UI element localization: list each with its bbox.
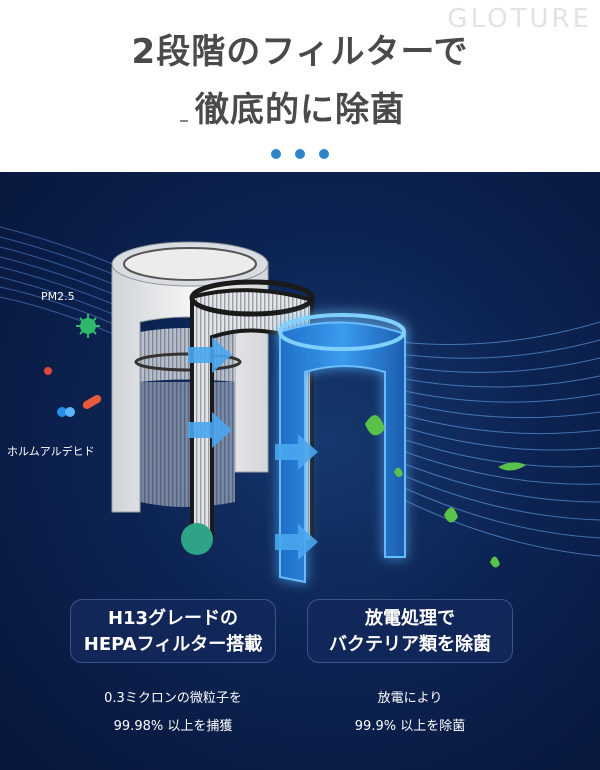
- feature-title: H13グレードの: [107, 608, 239, 629]
- description-line: 0.3ミクロンの微粒子を: [104, 691, 242, 706]
- molecule-icon: [57, 407, 67, 417]
- description-line: 放電により: [377, 691, 443, 706]
- airflow-lines-left: [0, 226, 121, 338]
- filter-diagram: [0, 226, 600, 584]
- feature-title: バクテリア類を除菌: [329, 634, 491, 655]
- headline-line-1: 2段階のフィルターで: [131, 32, 469, 72]
- feature-title: HEPAフィルター搭載: [83, 634, 263, 655]
- germ-icon: [76, 314, 100, 338]
- carousel-dots: [0, 144, 600, 163]
- carousel-dot[interactable]: [319, 149, 329, 159]
- header-area: GLOTURE 2段階のフィルターで 徹底的に除菌: [0, 0, 600, 172]
- feature-description-hepa: 0.3ミクロンの微粒子を 99.98% 以上を捕獲: [70, 685, 276, 741]
- captured-particle-icon: [181, 523, 213, 555]
- virus-icon: [44, 367, 52, 375]
- carousel-dot[interactable]: [271, 149, 281, 159]
- brand-watermark: GLOTURE: [447, 4, 592, 34]
- filter-illustration: PM2.5 ホルムアルデヒド H13グレードの HEPAフィルター搭載 放電処理…: [0, 172, 600, 770]
- flow-arrows: [188, 337, 318, 560]
- feature-title: 放電処理で: [365, 608, 455, 629]
- carousel-dot[interactable]: [295, 149, 305, 159]
- pm25-label: PM2.5: [41, 290, 75, 303]
- feature-description-ionizer: 放電により 99.9% 以上を除菌: [307, 685, 513, 741]
- description-line: 99.98% 以上を捕獲: [113, 719, 233, 734]
- formaldehyde-label: ホルムアルデヒド: [7, 445, 95, 458]
- tiny-mark: [180, 120, 188, 122]
- feature-card-hepa: H13グレードの HEPAフィルター搭載: [70, 599, 276, 663]
- airflow-lines-right: [399, 321, 600, 557]
- bacteria-icon: [82, 395, 102, 409]
- headline-line-2: 徹底的に除菌: [195, 90, 405, 130]
- leaf-icon: [365, 415, 526, 568]
- description-line: 99.9% 以上を除菌: [354, 719, 466, 734]
- molecule-icon: [65, 407, 75, 417]
- feature-card-ionizer: 放電処理で バクテリア類を除菌: [307, 599, 513, 663]
